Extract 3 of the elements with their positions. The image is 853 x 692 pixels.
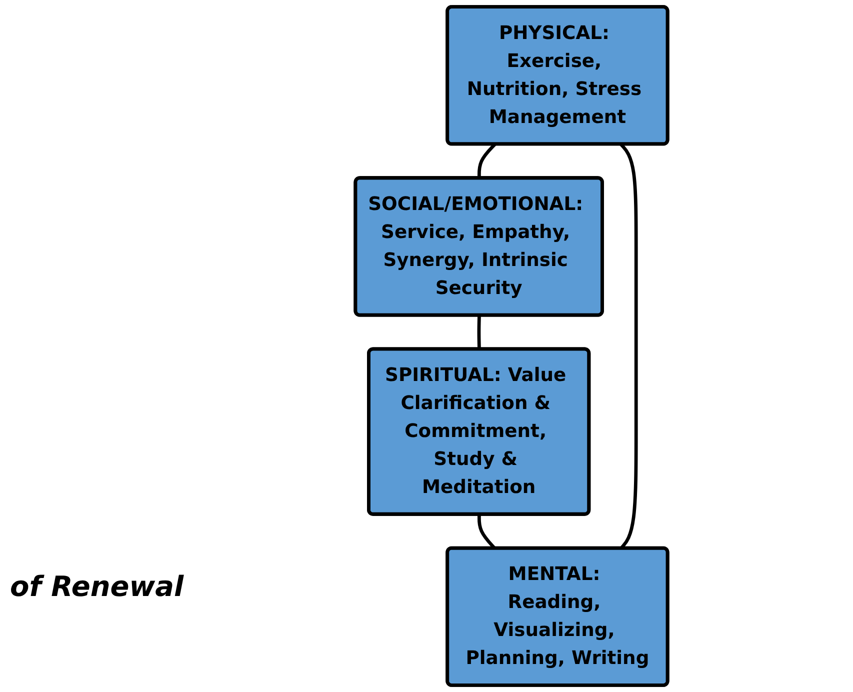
connector <box>477 143 496 178</box>
caption-text: of Renewal <box>10 570 185 603</box>
connector <box>477 315 481 350</box>
